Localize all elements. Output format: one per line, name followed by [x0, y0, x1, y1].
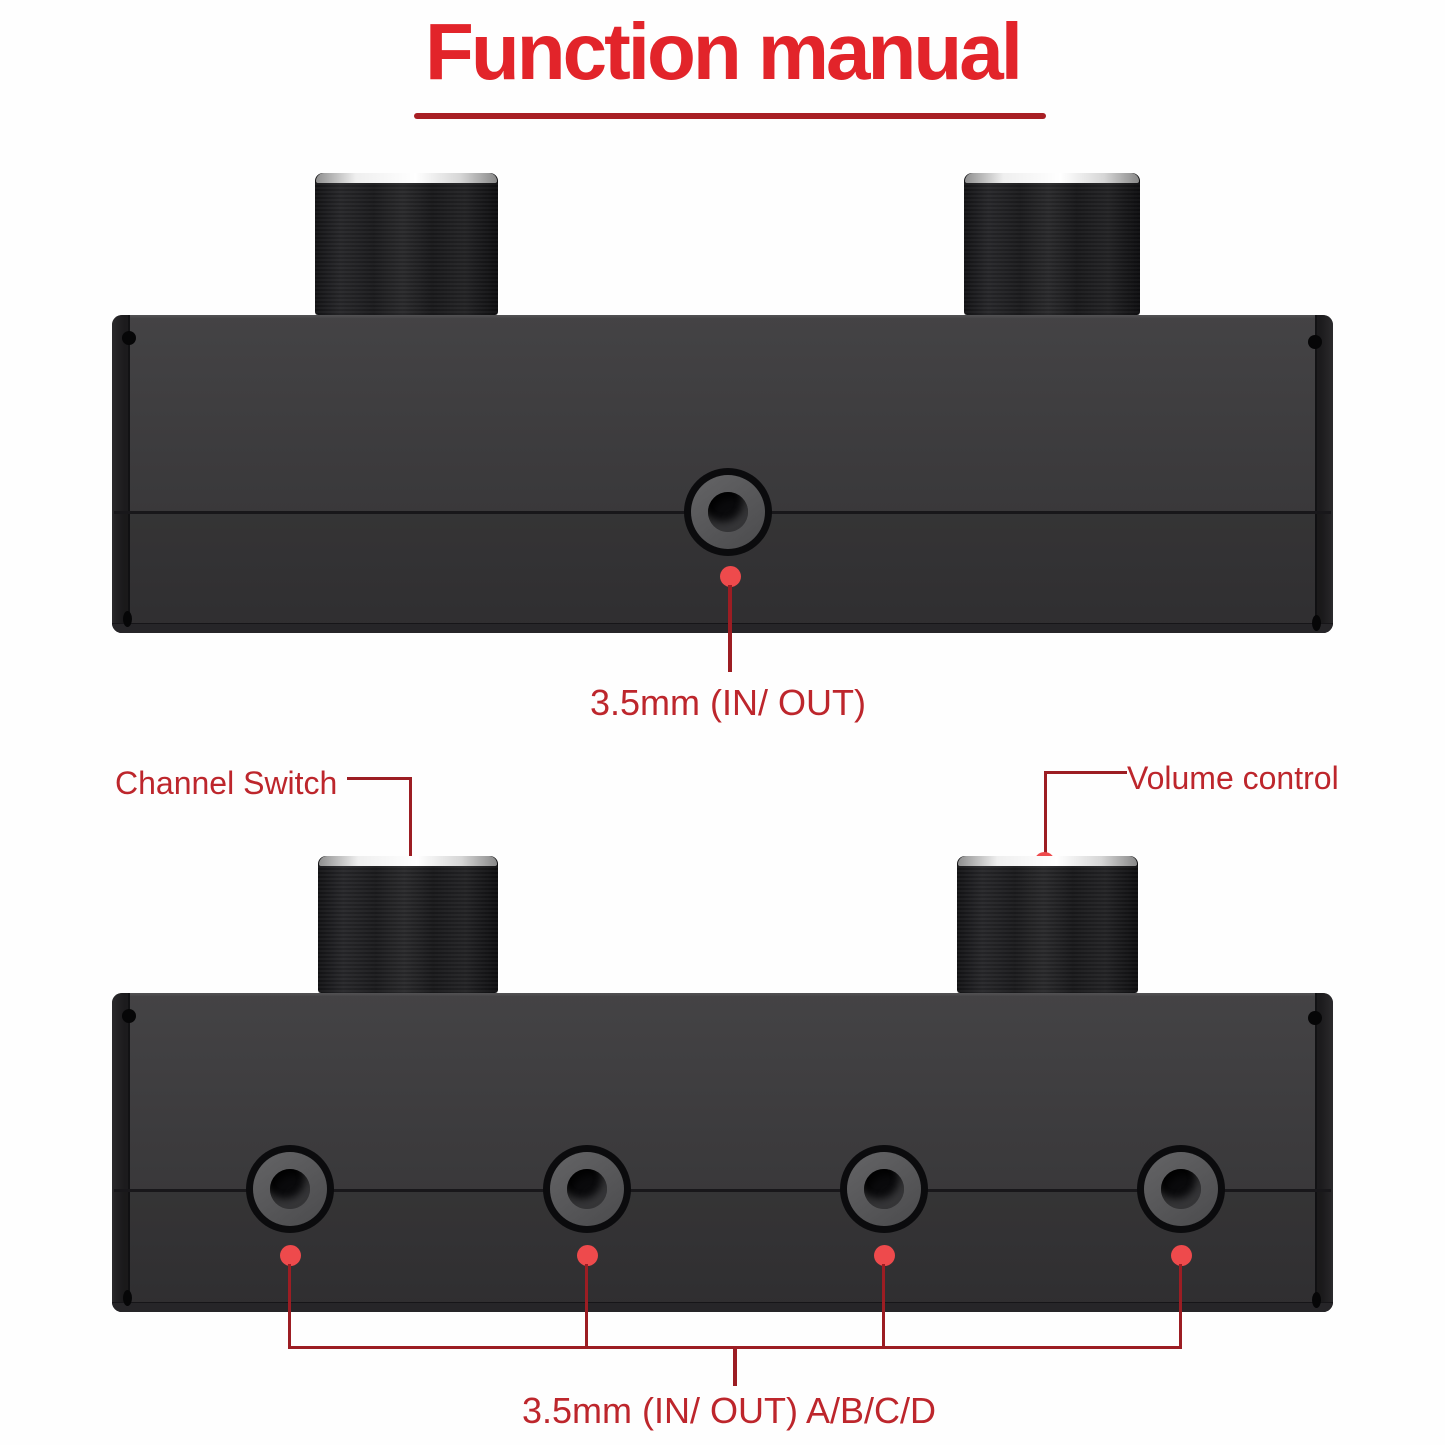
screw-hole [122, 1009, 136, 1023]
top-view-left-knob [315, 173, 498, 315]
jack-b [543, 1145, 631, 1233]
bracket-line [288, 1346, 1182, 1349]
jack-hole [270, 1169, 310, 1209]
jack-a [246, 1145, 334, 1233]
jack-ring [691, 475, 765, 549]
callout-line [1179, 1264, 1182, 1348]
left-edge [112, 315, 130, 633]
case-notch [123, 611, 132, 627]
volume-control-knob [957, 856, 1138, 993]
channel-switch-label: Channel Switch [115, 765, 338, 801]
screw-hole [1308, 335, 1322, 349]
jack-hole [708, 492, 748, 532]
top-view-right-knob [964, 173, 1140, 315]
title-underline [414, 113, 1046, 119]
case-notch [1312, 615, 1321, 631]
right-edge [1315, 315, 1333, 633]
callout-line [585, 1264, 588, 1348]
jack-ring [253, 1152, 327, 1226]
callout-dot [280, 1245, 301, 1266]
volume-control-label: Volume control [1127, 760, 1339, 796]
front-view-body [112, 993, 1333, 1312]
callout-dot [1171, 1245, 1192, 1266]
screw-hole [1308, 1011, 1322, 1025]
jack-hole [864, 1169, 904, 1209]
right-edge [1315, 993, 1333, 1312]
callout-line [288, 1264, 291, 1348]
jack-hole [567, 1169, 607, 1209]
jack-ring [1144, 1152, 1218, 1226]
case-seam [114, 1189, 1331, 1192]
callout-line [1046, 771, 1127, 774]
bottom-edge [112, 623, 1333, 633]
case-notch [1312, 1292, 1321, 1308]
jack-io [684, 468, 772, 556]
screw-hole [122, 331, 136, 345]
jacks-caption: 3.5mm (IN/ OUT) A/B/C/D [521, 1390, 937, 1431]
jack-ring [550, 1152, 624, 1226]
jack-c [840, 1145, 928, 1233]
callout-line [1044, 771, 1047, 859]
jack-io-caption: 3.5mm (IN/ OUT) [590, 682, 866, 723]
bottom-edge [112, 1302, 1333, 1312]
callout-line [409, 777, 412, 880]
case-notch [123, 1290, 132, 1306]
jack-hole [1161, 1169, 1201, 1209]
callout-line [882, 1264, 885, 1348]
callout-line [347, 777, 411, 780]
callout-dot [720, 566, 741, 587]
channel-switch-knob [318, 856, 498, 993]
jack-ring [847, 1152, 921, 1226]
callout-dot [577, 1245, 598, 1266]
page-title: Function manual [425, 7, 1023, 96]
left-edge [112, 993, 130, 1312]
bracket-stem [733, 1348, 737, 1386]
callout-dot [874, 1245, 895, 1266]
jack-d [1137, 1145, 1225, 1233]
top-view-body [112, 315, 1333, 633]
callout-line [728, 585, 732, 672]
